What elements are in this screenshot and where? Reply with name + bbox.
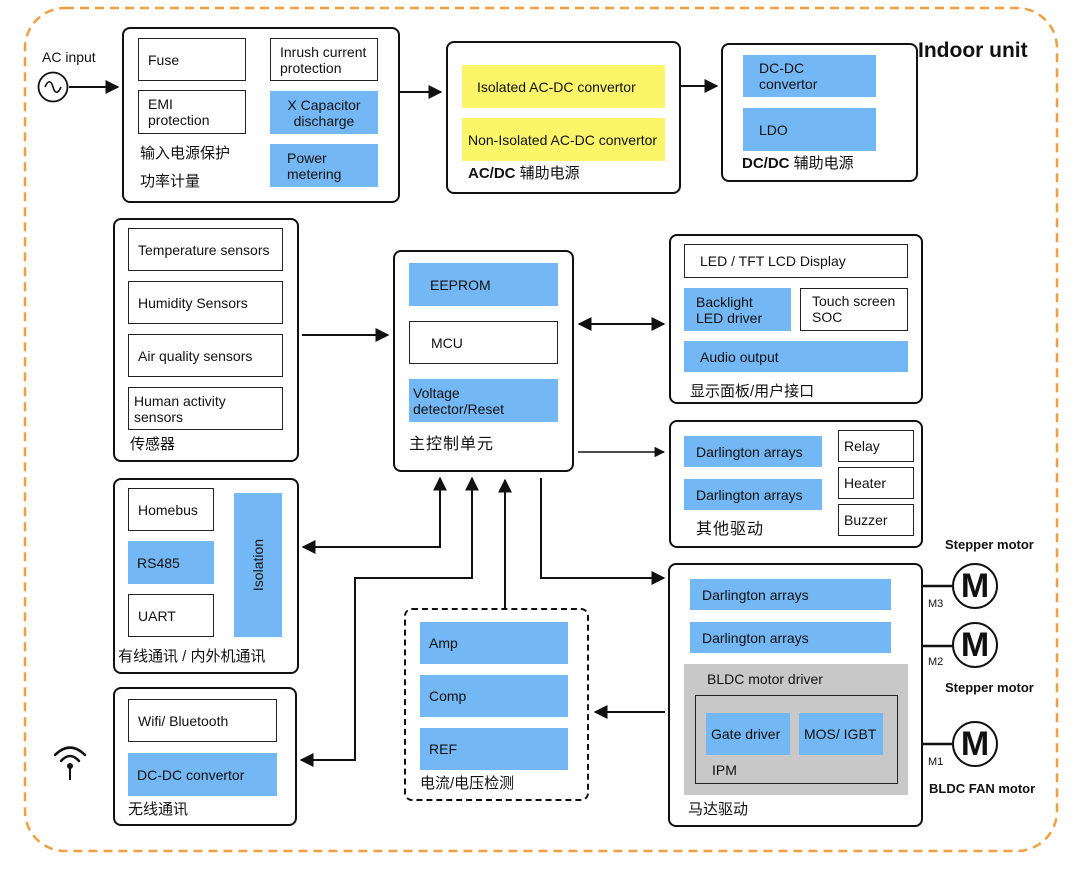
display-ui-caption: 显示面板/用户接口 xyxy=(690,383,815,400)
inrush-protection-box: Inrush current protection xyxy=(270,38,378,81)
relay-box: Relay xyxy=(838,430,914,462)
eeprom-box: EEPROM xyxy=(409,263,558,306)
indoor-unit-title: Indoor unit xyxy=(918,39,1028,62)
wireless-comm-caption: 无线通讯 xyxy=(128,801,189,818)
amp-box: Amp xyxy=(420,622,568,664)
backlight-driver-box: Backlight LED driver xyxy=(684,288,791,331)
audio-output-box: Audio output xyxy=(684,341,908,372)
detection-caption: 电流/电压检测 xyxy=(420,775,515,792)
fuse-box: Fuse xyxy=(138,38,246,81)
ipm-label: IPM xyxy=(712,762,737,778)
input-protection-caption-1: 输入电源保护 xyxy=(140,145,231,162)
isolated-acdc-box: Isolated AC-DC convertor xyxy=(462,65,665,108)
rs485-box: RS485 xyxy=(128,541,214,584)
wifi-bluetooth-box: Wifi/ Bluetooth xyxy=(128,699,277,742)
temperature-sensor-box: Temperature sensors xyxy=(128,228,283,271)
m3-label: M3 xyxy=(928,598,944,610)
indoor-unit-frame xyxy=(23,6,1059,853)
arrow-mcu-wireless xyxy=(299,476,479,767)
mos-igbt-box: MOS/ IGBT xyxy=(799,713,883,755)
main-control-unit-caption: 主控制单元 xyxy=(409,436,495,453)
stepper-motor-label-mid: Stepper motor xyxy=(945,680,1034,695)
touch-screen-soc-box: Touch screen SOC xyxy=(800,288,908,331)
uart-box: UART xyxy=(128,594,214,637)
dcdc-caption: DC/DC 辅助电源 xyxy=(742,155,854,173)
power-metering-box: Power metering xyxy=(270,144,378,187)
voltage-detector-box: Voltage detector/Reset xyxy=(409,379,558,422)
other-darlington-box-2: Darlington arrays xyxy=(684,479,822,510)
bldc-fan-motor-label: BLDC FAN motor xyxy=(929,781,1036,796)
wifi-icon xyxy=(52,738,88,782)
comp-box: Comp xyxy=(420,675,568,717)
wired-comm-caption: 有线通讯 / 内外机通讯 xyxy=(118,648,266,665)
motor-darlington-box-1: Darlington arrays xyxy=(690,579,891,610)
arrow-mcu-motordrive xyxy=(540,478,666,585)
homebus-box: Homebus xyxy=(128,488,214,531)
input-protection-caption-2: 功率计量 xyxy=(140,173,201,190)
ac-input-label: AC input xyxy=(42,49,96,65)
ipm-block xyxy=(695,695,898,784)
x-capacitor-box: X Capacitor discharge xyxy=(270,91,378,134)
buzzer-box: Buzzer xyxy=(838,504,914,536)
dcdc-caption-rest: 辅助电源 xyxy=(789,155,854,172)
led-tft-display-box: LED / TFT LCD Display xyxy=(684,244,908,278)
isolation-box: Isolation xyxy=(234,493,282,637)
acdc-caption-bold: AC/DC xyxy=(468,165,516,182)
m2-label: M2 xyxy=(928,656,944,668)
bldc-driver-label: BLDC motor driver xyxy=(707,671,823,687)
wireless-dcdc-box: DC-DC convertor xyxy=(128,753,277,796)
motor-m1-icon: M xyxy=(952,721,998,767)
humidity-sensor-box: Humidity Sensors xyxy=(128,281,283,324)
dcdc-caption-bold: DC/DC xyxy=(742,155,790,172)
heater-box: Heater xyxy=(838,467,914,499)
air-quality-sensor-box: Air quality sensors xyxy=(128,334,283,377)
acdc-caption-rest: 辅助电源 xyxy=(515,165,580,182)
m1-label: M1 xyxy=(928,756,944,768)
non-isolated-acdc-box: Non-Isolated AC-DC convertor xyxy=(462,118,665,161)
other-darlington-box-1: Darlington arrays xyxy=(684,436,822,467)
stepper-motor-label-top: Stepper motor xyxy=(945,537,1034,552)
motor-m2-icon: M xyxy=(952,622,998,668)
isolation-label: Isolation xyxy=(250,538,266,592)
ac-source-icon xyxy=(37,71,69,103)
acdc-caption: AC/DC 辅助电源 xyxy=(468,165,580,183)
dcdc-convertor-box: DC-DC convertor xyxy=(743,55,876,97)
human-activity-sensor-box: Human activity sensors xyxy=(128,387,283,430)
emi-protection-box: EMI protection xyxy=(138,90,246,134)
gate-driver-box: Gate driver xyxy=(706,713,790,755)
arrow-mcu-wired xyxy=(301,476,447,554)
mcu-box: MCU xyxy=(409,321,558,364)
ref-box: REF xyxy=(420,728,568,770)
ldo-box: LDO xyxy=(743,108,876,151)
motor-drive-caption: 马达驱动 xyxy=(688,801,749,818)
other-drive-caption: 其他驱动 xyxy=(696,521,765,538)
motor-darlington-box-2: Darlington arrays xyxy=(690,622,891,653)
sensors-caption: 传感器 xyxy=(130,436,176,453)
motor-m3-icon: M xyxy=(952,563,998,609)
